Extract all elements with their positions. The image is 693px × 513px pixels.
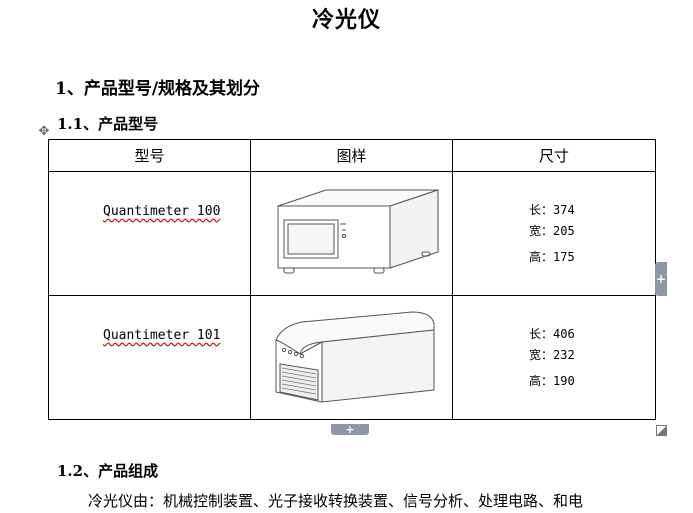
image-cell[interactable]: [250, 171, 453, 296]
model-name: Quantimeter 100: [103, 203, 221, 219]
section-1-1-heading: 1.1、产品型号: [57, 115, 159, 133]
size-cell[interactable]: 长：406 宽：232 高：190: [452, 295, 656, 420]
quantimeter-101-device-icon: [274, 310, 434, 403]
size-cell[interactable]: 长：374 宽：205 高：175: [452, 171, 656, 296]
page-title: 冷光仪: [311, 7, 381, 33]
section-1-2-heading: 1.2、产品组成: [57, 462, 159, 480]
quantimeter-100-device-icon: [277, 188, 438, 273]
product-model-table: 型号 图样 尺寸 Quantimeter 100: [48, 139, 656, 420]
image-cell[interactable]: [250, 295, 453, 420]
table-header-row: 型号 图样 尺寸: [48, 139, 656, 172]
dimension-height: 高：190: [529, 373, 575, 388]
header-size: 尺寸: [452, 139, 656, 172]
dimension-length: 长：374: [529, 202, 575, 217]
table-row: Quantimeter 101: [48, 295, 656, 420]
table-resize-handle-icon[interactable]: [656, 425, 667, 436]
dimension-length: 长：406: [529, 326, 575, 341]
section-1-heading: 1、产品型号/规格及其划分: [55, 79, 261, 99]
dimension-width: 宽：205: [529, 223, 575, 238]
model-name: Quantimeter 101: [103, 327, 221, 343]
table-move-handle-icon[interactable]: ✥: [38, 124, 50, 139]
dimension-width: 宽：232: [529, 347, 575, 362]
table-row: Quantimeter 100: [48, 171, 656, 296]
header-image: 图样: [250, 139, 453, 172]
header-model: 型号: [48, 139, 251, 172]
model-cell[interactable]: Quantimeter 100: [48, 171, 251, 296]
section-1-2-paragraph: 冷光仪由：机械控制装置、光子接收转换装置、信号分析、处理电路、和电: [88, 492, 584, 510]
add-column-button[interactable]: +: [655, 262, 667, 296]
add-row-button[interactable]: +: [331, 424, 369, 435]
dimension-height: 高：175: [529, 249, 575, 264]
model-cell[interactable]: Quantimeter 101: [48, 295, 251, 420]
